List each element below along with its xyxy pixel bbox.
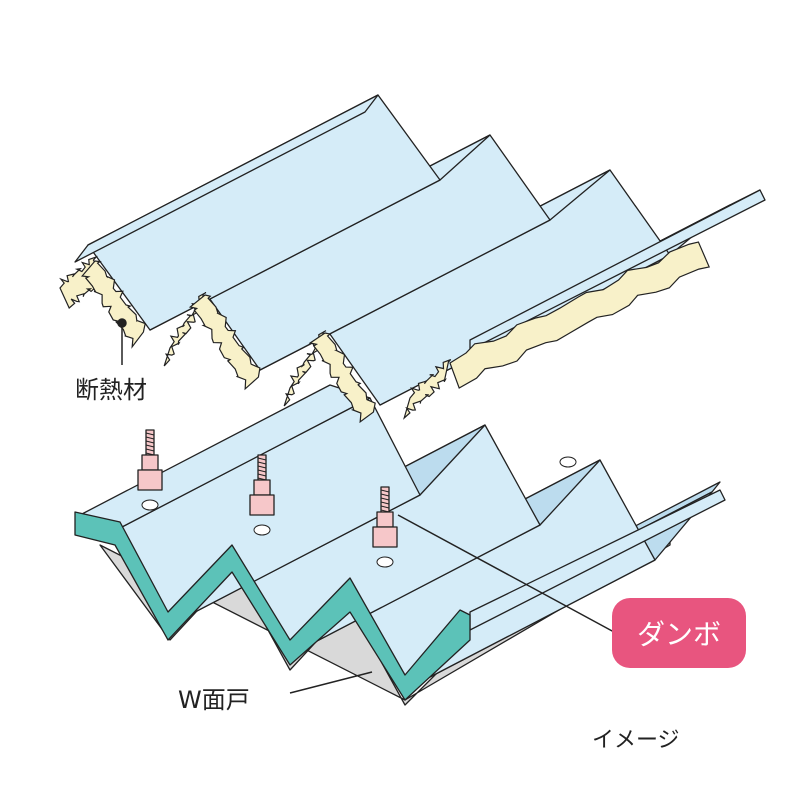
danbo-bolt — [137, 429, 163, 511]
insulation-strip — [403, 358, 452, 420]
insulation-material — [59, 241, 711, 424]
insulation-label: 断熱材 — [75, 376, 147, 404]
insulation-strip — [81, 260, 146, 349]
bolt-body — [249, 494, 275, 516]
washer — [376, 556, 394, 568]
image-note: イメージ — [592, 728, 680, 753]
insulation-strip — [308, 332, 376, 424]
insulation-strip — [449, 241, 711, 389]
insulation-strip — [188, 294, 261, 391]
bolt-hex — [376, 511, 394, 528]
bolt-hex — [141, 454, 159, 471]
washer — [141, 499, 159, 511]
top-roof-sheet — [74, 94, 766, 406]
danbo-badge: ダンボ — [612, 598, 746, 668]
danbo-bolts — [137, 429, 577, 568]
danbo-bolt — [372, 486, 398, 568]
washer — [253, 524, 271, 536]
sheet-face — [74, 94, 379, 263]
w-mendo-foam — [74, 511, 471, 701]
bolt-hex — [253, 479, 271, 496]
bolt-body — [137, 469, 163, 491]
sheet-flange — [469, 189, 766, 351]
w-mendo-label: W面戸 — [178, 686, 250, 714]
leader-lines — [117, 318, 615, 694]
washer — [559, 456, 577, 468]
bolt-body — [372, 526, 398, 548]
danbo-bolt — [249, 454, 275, 536]
